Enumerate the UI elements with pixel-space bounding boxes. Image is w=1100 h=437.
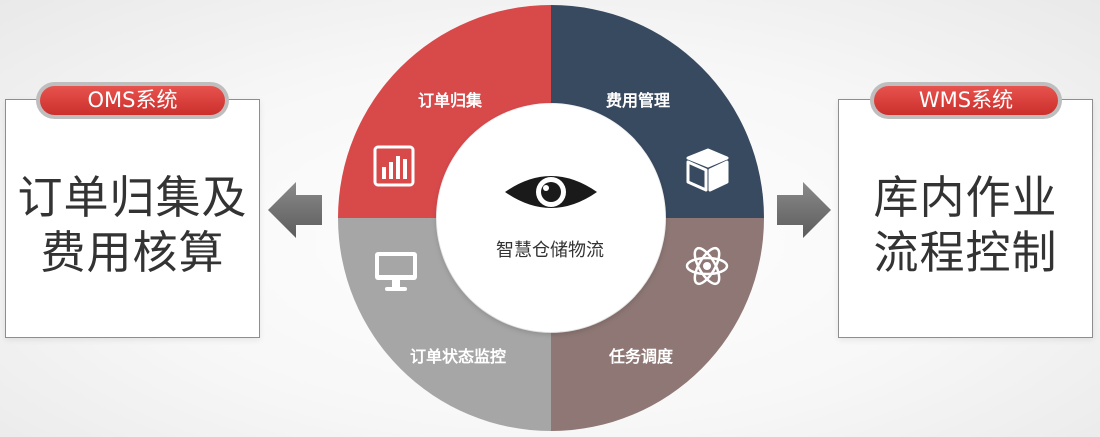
oms-tag: OMS系统 [36, 82, 229, 119]
segment-label-order-monitoring: 订单状态监控 [410, 347, 507, 366]
segment-label-fee-management: 费用管理 [606, 91, 671, 110]
wms-panel-text: 库内作业 流程控制 [873, 171, 1058, 279]
oms-tag-label: OMS系统 [40, 86, 225, 115]
monitor-icon [375, 252, 417, 291]
left-arrow-icon [268, 182, 322, 238]
segment-label-order-collection: 订单归集 [418, 91, 483, 110]
oms-panel-text: 订单归集及 费用核算 [17, 171, 248, 279]
segment-task-scheduling [551, 218, 764, 431]
segment-label-task-scheduling: 任务调度 [609, 347, 674, 366]
atom-icon [685, 246, 729, 286]
center-circle [437, 104, 665, 332]
cube-icon [686, 148, 729, 192]
wms-tag-label: WMS系统 [874, 86, 1058, 115]
wms-panel: 库内作业 流程控制 [838, 99, 1093, 338]
center-label: 智慧仓储物流 [496, 240, 604, 261]
right-arrow-icon [777, 182, 831, 238]
bar-chart-icon [373, 145, 415, 187]
oms-panel: 订单归集及 费用核算 [5, 99, 260, 338]
wms-tag: WMS系统 [870, 82, 1062, 119]
eye-icon [505, 176, 597, 208]
